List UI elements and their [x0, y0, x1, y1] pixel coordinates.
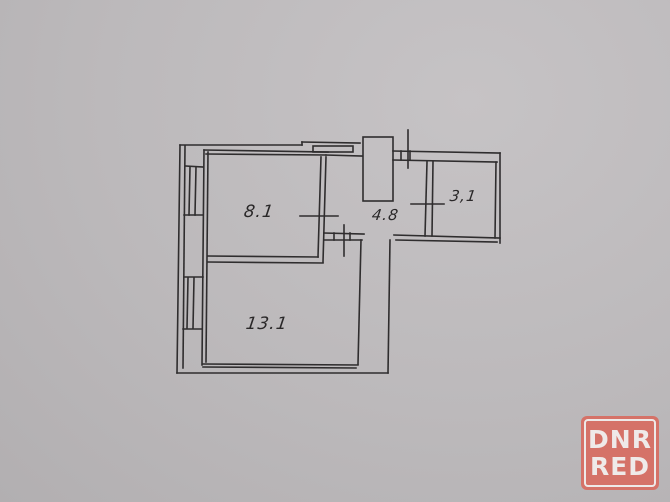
wall-hallway-bottom: [323, 232, 501, 243]
watermark-logo-frame: DNR RED: [584, 419, 656, 487]
watermark-line-2: RED: [589, 452, 651, 481]
wall-room-8-1-right: [317, 156, 327, 263]
wall-room-13-1-bottom: [176, 363, 389, 374]
room-label-bathroom: 3,1: [448, 187, 479, 205]
wall-room-13-1-right: [357, 239, 391, 374]
closet-block: [362, 136, 394, 202]
room-label-hallway: 4.8: [370, 206, 401, 224]
ventilation-block: [301, 141, 363, 157]
room-label-8-1: 8.1: [242, 202, 276, 222]
room-label-13-1: 13.1: [244, 314, 290, 334]
watermark-line-1: DNR: [588, 425, 652, 454]
window-left-lower: [182, 276, 204, 330]
watermark-logo: DNR RED: [581, 416, 659, 490]
exterior-wall-left: [176, 144, 209, 374]
window-left-upper: [183, 165, 204, 216]
wall-top-room-8-1: [179, 141, 329, 156]
wall-bathroom-left: [424, 161, 434, 237]
wall-bathroom-top: [392, 150, 501, 244]
wall-room-8-1-bottom: [207, 255, 324, 264]
